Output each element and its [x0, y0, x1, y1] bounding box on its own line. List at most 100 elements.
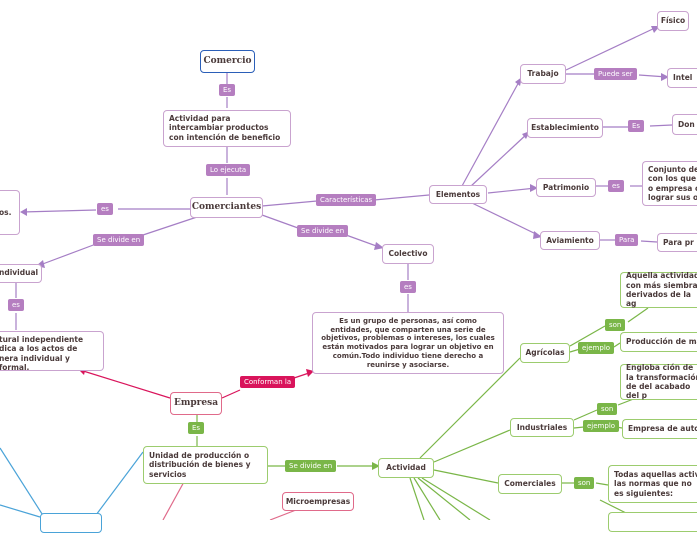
edge-actividad-industriales	[433, 429, 511, 463]
node-actividad-intercambiar-text: Actividad para intercambiar productos co…	[169, 114, 281, 142]
edge-elementos-establecimiento	[469, 132, 529, 188]
label-son-3: son	[574, 477, 595, 490]
label-son-2: son	[597, 403, 618, 416]
node-comerciantes[interactable]: Comerciantes	[190, 197, 263, 218]
label-es-3: es	[8, 299, 24, 312]
edge-agricolas-son	[569, 325, 606, 347]
node-don[interactable]: Don	[672, 114, 697, 135]
node-left-cut-text: os.	[0, 207, 12, 217]
node-colectivo-text: Colectivo	[388, 249, 428, 259]
node-natural-independiente-text: tural independiente dica a los actos de …	[0, 335, 84, 373]
node-para-pr-text: Para pr	[663, 237, 694, 247]
node-agricolas-text: Agrícolas	[525, 348, 565, 358]
label-se-divide-en-3: Se divide en	[285, 460, 337, 473]
node-individual[interactable]: ndividual	[0, 264, 42, 283]
label-se-divide-en-2: Se divide en	[297, 225, 349, 238]
node-patrimonio-text: Patrimonio	[542, 182, 590, 192]
node-empresa-auto-text: Empresa de auto	[628, 424, 697, 434]
node-todas-aquellas[interactable]: Todas aquellas activ las normas que no e…	[608, 465, 697, 503]
node-actividad[interactable]: Actividad	[378, 458, 434, 478]
node-para-pr[interactable]: Para pr	[657, 233, 697, 252]
edge-industriales-son	[573, 409, 598, 421]
node-comerciantes-text: Comerciantes	[191, 201, 262, 212]
edge-trabajo-fisico	[565, 26, 658, 71]
connector-lines	[0, 26, 673, 520]
label-es-1: Es	[219, 84, 236, 97]
node-green-bottom-right[interactable]	[608, 512, 697, 532]
node-microempresas-text: Microempresas	[285, 496, 351, 506]
edge-es-don	[649, 124, 673, 127]
edge-actividad-down2	[413, 477, 441, 520]
edge-ejemplo-produccion	[613, 342, 621, 348]
edge-blue-1	[0, 447, 45, 518]
arrowhead-left	[20, 208, 27, 216]
node-individual-text: ndividual	[0, 268, 39, 277]
edge-empresa-natural	[79, 369, 171, 399]
node-establecimiento[interactable]: Establecimiento	[527, 118, 603, 138]
label-se-divide-en-1: Se divide en	[93, 234, 145, 247]
node-comercio-text: Comercio	[203, 55, 252, 66]
node-produccion-ma-text: Producción de ma	[626, 337, 697, 347]
edge-elementos-patrimonio	[487, 187, 537, 194]
node-aviamiento[interactable]: Aviamiento	[540, 231, 600, 250]
label-es-4: es	[400, 281, 416, 294]
node-patrimonio[interactable]: Patrimonio	[536, 178, 596, 197]
edge-blue-2	[0, 504, 41, 518]
node-actividad-text: Actividad	[386, 463, 426, 473]
node-left-cut[interactable]: os.	[0, 190, 20, 235]
edge-comerciantes-caracteristicas	[261, 200, 318, 207]
edge-industriales-ejemplo	[573, 426, 585, 429]
node-aquella-actividad[interactable]: Aquella actividad con más siembra deriva…	[620, 271, 697, 309]
node-industriales[interactable]: Industriales	[510, 418, 574, 437]
node-engloba[interactable]: Engloba ción de la transformación de del…	[620, 363, 697, 401]
edge-sedivide1-individual	[39, 243, 97, 266]
label-es-2: es	[97, 203, 113, 216]
label-caracteristicas: Características	[316, 194, 377, 207]
node-unidad-produccion[interactable]: Unidad de producción o distribución de b…	[143, 446, 268, 484]
node-engloba-text: Engloba ción de la transformación de del…	[626, 363, 697, 401]
node-fisico-text: Físico	[660, 16, 686, 26]
edge-caracteristicas-elementos	[373, 194, 430, 201]
node-empresa-auto[interactable]: Empresa de auto	[622, 419, 697, 439]
node-grupo-personas[interactable]: Es un grupo de personas, así como entida…	[312, 312, 504, 374]
node-don-text: Don	[678, 119, 695, 129]
node-agricolas[interactable]: Agrícolas	[520, 343, 570, 363]
node-actividad-intercambiar[interactable]: Actividad para intercambiar productos co…	[163, 110, 291, 147]
edge-comerciantes-sedivide1	[139, 215, 201, 237]
node-natural-independiente[interactable]: tural independiente dica a los actos de …	[0, 331, 104, 373]
label-lo-ejecuta: Lo ejecuta	[206, 164, 251, 177]
node-industriales-text: Industriales	[516, 422, 568, 432]
node-elementos-text: Elementos	[435, 189, 481, 199]
label-para: Para	[615, 234, 639, 247]
edge-pink-bottom	[162, 479, 186, 520]
node-aviamiento-text: Aviamiento	[546, 235, 594, 245]
edge-actividad-comerciales	[433, 469, 499, 484]
node-aquella-actividad-text: Aquella actividad con más siembra deriva…	[626, 271, 697, 309]
node-elementos[interactable]: Elementos	[429, 185, 487, 204]
node-produccion-ma[interactable]: Producción de ma	[620, 332, 697, 352]
edge-blue-3	[95, 451, 144, 516]
node-comerciales[interactable]: Comerciales	[498, 474, 562, 494]
label-son-1: son	[605, 319, 626, 332]
edge-actividad-down4	[421, 477, 491, 520]
node-empresa[interactable]: Empresa	[170, 392, 222, 415]
node-colectivo[interactable]: Colectivo	[382, 244, 434, 264]
node-trabajo[interactable]: Trabajo	[520, 64, 566, 84]
edge-es-left	[21, 209, 97, 213]
node-grupo-personas-text: Es un grupo de personas, así como entida…	[321, 316, 495, 369]
node-microempresas[interactable]: Microempresas	[282, 492, 354, 511]
node-comercio[interactable]: Comercio	[200, 50, 255, 73]
node-fisico[interactable]: Físico	[657, 11, 689, 31]
node-establecimiento-text: Establecimiento	[531, 123, 599, 133]
edge-elementos-trabajo	[461, 79, 521, 187]
node-blue-bottom-left[interactable]	[40, 513, 102, 533]
arrowhead-aviamiento	[533, 231, 542, 239]
node-conjunto[interactable]: Conjunto de con los que o empresa c logr…	[642, 161, 697, 206]
arrowhead-patrimonio	[530, 184, 538, 192]
node-intel[interactable]: Intel	[667, 68, 697, 88]
label-puede-ser: Puede ser	[594, 68, 637, 81]
edge-actividad-agricolas	[419, 357, 521, 459]
label-es-6: es	[608, 180, 624, 193]
edge-son-todas	[595, 482, 609, 486]
edge-actividad-down1	[409, 477, 425, 520]
